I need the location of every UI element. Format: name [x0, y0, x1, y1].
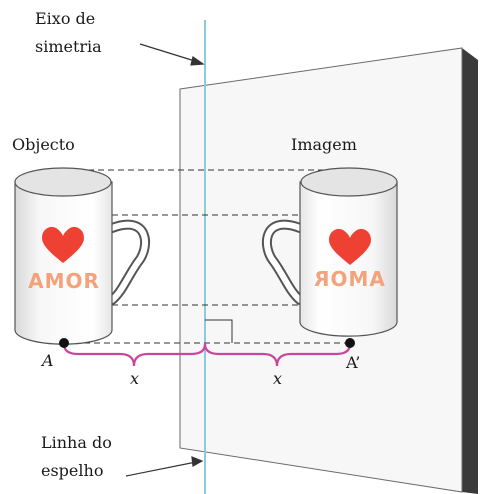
distance-braces — [62, 342, 352, 367]
axis-pointer-arrow — [139, 43, 199, 63]
object-mug-rim — [14, 167, 112, 197]
image-label: Imagem — [291, 135, 357, 154]
image-mug-rim — [300, 167, 398, 197]
mirror-pointer-arrow — [125, 461, 197, 477]
point-a-prime — [345, 338, 355, 348]
mirror-edge — [462, 48, 478, 494]
brace-right — [203, 342, 352, 367]
point-a-label: A — [42, 351, 54, 370]
right-angle-marker — [205, 319, 233, 343]
point-a-prime-label: A’ — [346, 353, 361, 372]
mirror-label-line1: Linha do — [41, 433, 112, 452]
object-mug-text: AMOR — [28, 269, 100, 293]
object-label: Objecto — [12, 135, 75, 154]
distance-left-label: x — [130, 369, 140, 388]
image-heart-icon — [329, 229, 371, 265]
distance-right-label: x — [273, 369, 283, 388]
point-a — [59, 338, 69, 348]
object-mug-body — [14, 181, 113, 345]
brace-left — [62, 342, 207, 367]
axis-label-line1: Eixo de — [35, 9, 96, 28]
axis-label-line2: simetria — [35, 37, 102, 56]
object-mug — [14, 167, 150, 345]
image-mug-text: AMOR — [313, 267, 385, 291]
mirror-label-line2: espelho — [41, 461, 104, 480]
object-heart-icon — [42, 227, 84, 263]
image-mug — [262, 167, 398, 337]
pointer-arrows — [125, 43, 205, 477]
